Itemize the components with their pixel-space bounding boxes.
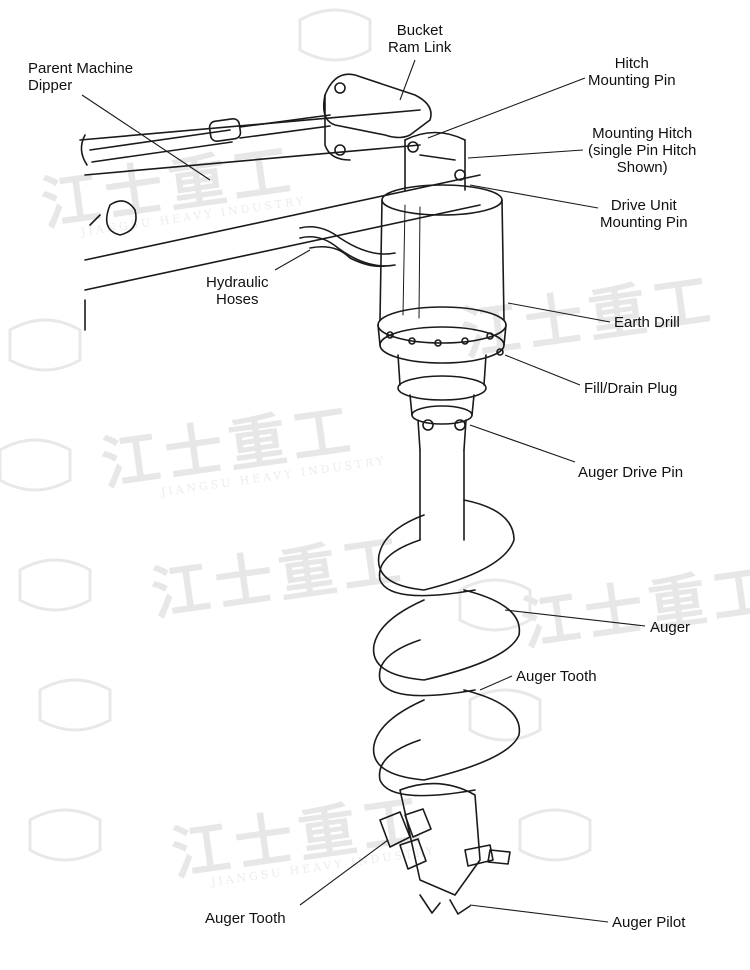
- leader-auger-pilot: [469, 904, 609, 923]
- auger-drive-collar: [417, 419, 467, 451]
- label-auger-pilot: Auger Pilot: [612, 914, 686, 931]
- machine-drawing: [79, 73, 521, 915]
- hydraulic-hoses: [299, 225, 396, 268]
- auger-shaft: [419, 449, 465, 541]
- label-earth-drill: Earth Drill: [614, 314, 680, 331]
- leader-earth-drill: [507, 302, 611, 323]
- leader-auger-tooth-lower: [299, 839, 389, 906]
- leader-auger-drive-pin: [469, 424, 576, 463]
- leader-hitch-mounting-pin: [427, 77, 586, 139]
- leader-auger-tooth-upper: [479, 675, 513, 691]
- label-parent-machine-dipper: Parent Machine Dipper: [28, 60, 134, 94]
- label-drive-unit-mounting-pin: Drive Unit Mounting Pin: [600, 197, 688, 231]
- watermark-logos: [0, 8, 592, 862]
- label-auger-tooth-upper: Auger Tooth: [516, 668, 597, 685]
- leader-mounting-hitch: [467, 149, 584, 159]
- auger-head: [379, 782, 511, 915]
- leader-hydraulic-hoses: [274, 249, 311, 271]
- leader-parent-machine-dipper: [81, 94, 211, 181]
- label-fill-drain-plug: Fill/Drain Plug: [584, 380, 678, 397]
- auger-flighting: [372, 499, 521, 797]
- mounting-hitch: [404, 131, 466, 191]
- label-auger-tooth-lower: Auger Tooth: [205, 910, 286, 927]
- label-auger-drive-pin: Auger Drive Pin: [578, 464, 684, 481]
- dipper-arm: [79, 109, 481, 331]
- leader-bucket-ram-link: [399, 59, 416, 101]
- leader-auger: [504, 609, 646, 627]
- label-mounting-hitch: Mounting Hitch (single Pin Hitch Shown): [588, 125, 697, 176]
- label-hitch-mounting-pin: Hitch Mounting Pin: [588, 55, 676, 89]
- bucket-ram-cylinder: [89, 114, 331, 163]
- label-bucket-ram-link: Bucket Ram Link: [388, 22, 452, 56]
- leader-drive-unit-mounting-pin: [469, 184, 599, 209]
- bucket-ram-link: [322, 73, 432, 161]
- leader-lines: [81, 59, 646, 923]
- earth-drill-body: [377, 184, 507, 425]
- label-auger: Auger: [650, 619, 691, 636]
- label-hydraulic-hoses: Hydraulic Hoses: [206, 274, 269, 308]
- leader-fill-drain-plug: [504, 354, 581, 386]
